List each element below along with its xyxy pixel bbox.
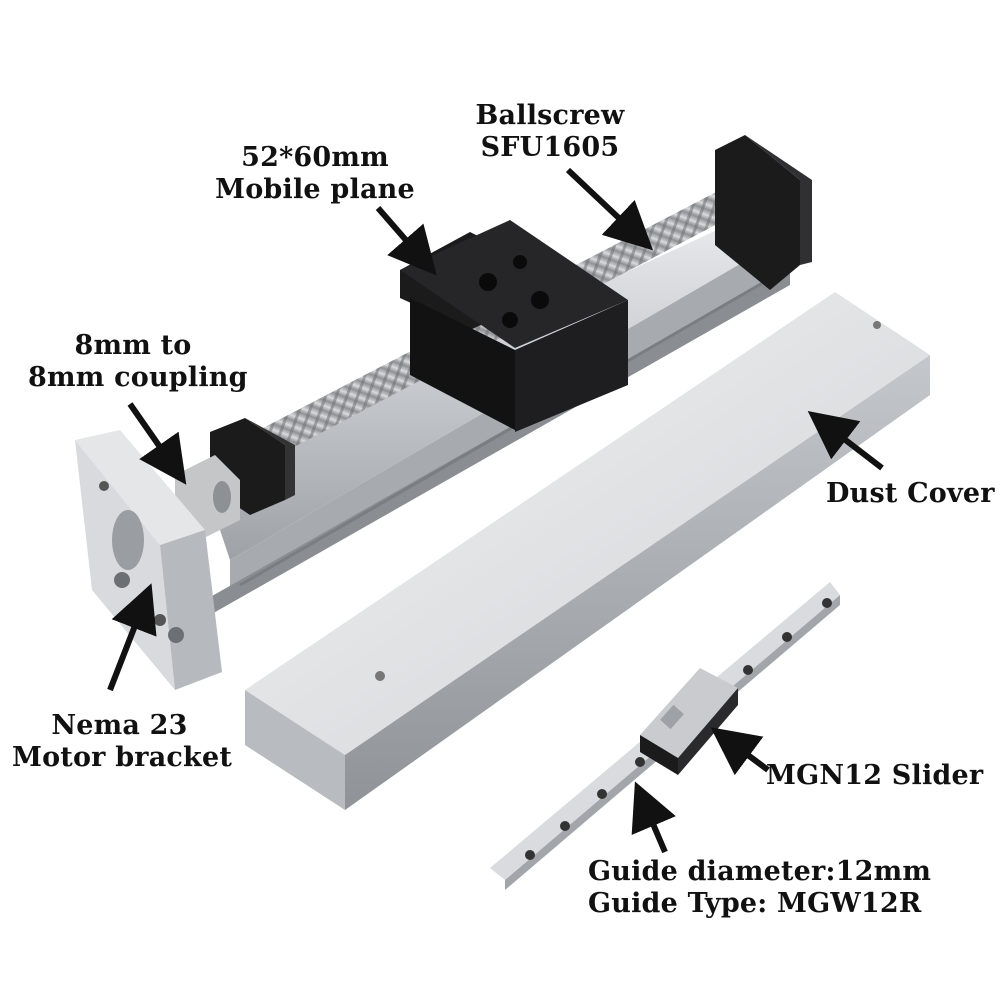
arrow-slider — [710, 727, 770, 776]
label-slider: MGN12 Slider — [766, 760, 984, 791]
label-guide: Guide diameter:12mm Guide Type: MGW12R — [588, 856, 932, 919]
label-mobile-plane: 52*60mm Mobile plane — [215, 142, 415, 205]
arrow-guide — [631, 781, 676, 854]
arrow-coupling — [127, 402, 187, 485]
arrow-dust-cover — [807, 411, 884, 471]
label-ballscrew: Ballscrew SFU1605 — [475, 100, 625, 163]
end-bearing-block — [715, 135, 812, 290]
label-dust-cover: Dust Cover — [826, 478, 995, 509]
label-coupling: 8mm to 8mm coupling — [28, 330, 248, 393]
label-motor-bracket: Nema 23 Motor bracket — [12, 710, 232, 773]
callout-arrows — [107, 167, 884, 854]
arrow-motor-bracket — [107, 583, 157, 692]
motor-bracket — [75, 430, 222, 690]
arrow-ballscrew — [565, 167, 654, 251]
mgn12-slider — [640, 668, 738, 775]
arrow-mobile-plane — [375, 206, 437, 276]
dust-cover — [245, 292, 930, 810]
